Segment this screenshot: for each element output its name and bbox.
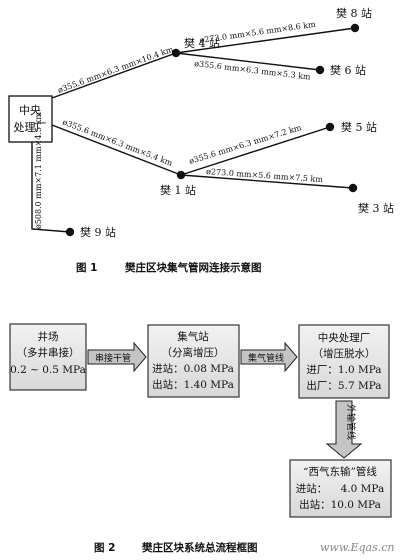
- arrow-series-trunk-label: 串接干管: [95, 352, 131, 364]
- station-dot-fan5: [325, 122, 335, 132]
- figure2-caption-number: 图 2: [94, 542, 115, 554]
- station-label-fan3: 樊 3 站: [358, 201, 394, 215]
- central-plant-flow-in: 进厂：1.0 MPa: [306, 364, 381, 376]
- pipe-label-center-fan4: ø355.6 mm×6.3 mm×10.4 km: [57, 45, 175, 95]
- figure1-caption-number: 图 1: [76, 262, 97, 274]
- arrow-gathering-line: [240, 341, 298, 373]
- pipe-fan1-fan3: [180, 174, 354, 189]
- station-dot-fan4: [171, 48, 181, 58]
- watermark: www.Eqas.cn: [320, 541, 394, 554]
- station-label-fan5: 樊 5 站: [341, 120, 377, 134]
- figure2-caption-text: 樊庄区块系统总流程框图: [142, 541, 258, 554]
- pipe-center-fan4: [51, 52, 177, 99]
- pipe-center-fan9: [31, 142, 71, 233]
- station-dot-fan8: [350, 23, 360, 33]
- station-dot-fan1: [176, 170, 186, 180]
- arrow-series-trunk: [87, 341, 147, 373]
- wellsite-sub: （多井串接）: [17, 346, 80, 359]
- pipe-center-fan1: [51, 124, 182, 176]
- gathering-station-box: [147, 324, 240, 398]
- station-dots: [65, 23, 360, 237]
- station-label-fan9: 樊 9 站: [80, 225, 116, 239]
- wellsite-pressure: 0.2 ~ 0.5 MPa: [10, 364, 86, 376]
- central-plant-flow-title: 中央处理厂: [318, 331, 371, 344]
- central-plant-box: [8, 95, 53, 143]
- station-dot-fan3: [348, 183, 358, 193]
- pipe-label-fan1-fan5: ø355.6 mm×6.3 mm×7.2 km: [188, 123, 303, 166]
- west-east-pipeline-out: 出站：10.0 MPa: [299, 498, 381, 511]
- central-plant-label-2: 处理厂: [14, 121, 47, 134]
- arrow-export-line: [325, 400, 363, 459]
- central-plant-flow-out: 出厂：5.7 MPa: [306, 379, 381, 392]
- west-east-pipeline-in: 进站： 4.0 MPa: [296, 482, 385, 495]
- wellsite-title: 井场: [38, 330, 59, 343]
- central-plant-label-1: 中央: [19, 104, 41, 117]
- pipe-label-center-fan1: ø355.6 mm×6.3 mm×5.4 km: [61, 117, 174, 167]
- station-dot-fan9: [65, 227, 75, 237]
- gathering-station-out: 出站：1.40 MPa: [152, 378, 234, 391]
- arrow-gathering-line-label: 集气管线: [248, 352, 284, 364]
- station-dot-fan6: [315, 65, 325, 75]
- arrow-export-line-label: 外输管线: [345, 404, 357, 440]
- pipe-network: [31, 27, 356, 233]
- pipe-fan4-fan6: [175, 52, 321, 71]
- west-east-pipeline-title: “西气东输”管线: [303, 465, 377, 478]
- station-label-fan1: 樊 1 站: [160, 183, 196, 197]
- gathering-station-title: 集气站: [177, 330, 209, 343]
- station-label-fan4: 樊 4 站: [184, 36, 220, 50]
- pipe-fan4-fan8: [175, 27, 356, 54]
- central-plant-flow-box: [298, 324, 390, 399]
- gathering-station-sub: （分离增压）: [162, 346, 225, 359]
- station-label-fan8: 樊 8 站: [336, 6, 372, 20]
- pipe-fan1-fan5: [180, 126, 331, 176]
- gathering-station-in: 进站：0.08 MPa: [152, 362, 234, 375]
- west-east-pipeline-box: [289, 459, 392, 518]
- figure1-caption-text: 樊庄区块集气管网连接示意图: [125, 261, 262, 274]
- wellsite-box: [9, 323, 87, 391]
- central-plant-flow-sub: （增压脱水）: [313, 347, 376, 360]
- station-label-fan6: 樊 6 站: [330, 63, 366, 77]
- pipe-label-center-fan9: ø508.0 mm×7.1 mm×4.5 km: [34, 112, 43, 229]
